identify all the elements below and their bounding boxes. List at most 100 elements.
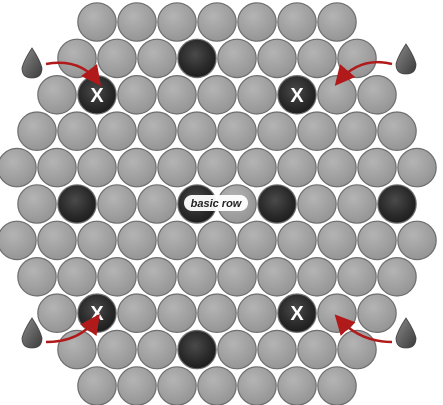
dark-cell — [177, 38, 217, 79]
cell — [257, 256, 297, 297]
cell — [197, 147, 237, 188]
cell — [157, 220, 197, 261]
cell — [317, 147, 357, 188]
cell — [237, 2, 277, 42]
dark-cell — [57, 184, 97, 224]
cell — [57, 256, 97, 297]
cell — [17, 184, 57, 224]
cell — [57, 111, 97, 152]
x-marker: X — [90, 85, 104, 107]
cell — [257, 38, 297, 79]
cell — [297, 256, 337, 297]
cell — [337, 111, 377, 152]
dark-cell — [177, 329, 217, 370]
cell — [17, 111, 57, 152]
drop-icon — [21, 317, 43, 349]
cell — [197, 366, 237, 405]
cell — [37, 220, 77, 261]
cell — [297, 38, 337, 79]
drop-icon — [395, 43, 417, 75]
dark-cell — [257, 184, 297, 224]
arrow-top-right — [334, 60, 393, 86]
cell — [237, 293, 277, 334]
cell — [297, 111, 337, 152]
cell — [337, 329, 377, 370]
cell — [0, 220, 37, 261]
cell — [117, 2, 157, 42]
marked-cell — [277, 75, 317, 115]
cell — [277, 2, 317, 42]
labels-layer: basic row — [184, 195, 248, 211]
cell — [217, 256, 257, 297]
cell — [137, 256, 177, 297]
cell — [237, 220, 277, 261]
cell — [117, 293, 157, 334]
basic-row-label: basic row — [191, 198, 243, 210]
cell — [37, 147, 77, 188]
cell — [97, 111, 137, 152]
cell — [117, 147, 157, 188]
cell — [137, 38, 177, 79]
cell — [317, 220, 357, 261]
drop-arrows — [21, 43, 417, 349]
drop-icon — [395, 317, 417, 349]
arrow-bottom-right — [334, 314, 393, 344]
cell — [177, 111, 217, 152]
cell — [117, 75, 157, 115]
cell — [217, 38, 257, 79]
cell — [297, 184, 337, 224]
cell — [337, 184, 377, 224]
cell — [217, 329, 257, 370]
cell — [317, 2, 357, 42]
cell — [317, 293, 357, 334]
cell — [337, 38, 377, 79]
cell — [77, 2, 117, 42]
cell — [117, 220, 157, 261]
cell — [257, 329, 297, 370]
cell — [357, 293, 397, 334]
cell — [277, 366, 317, 405]
cell — [257, 111, 297, 152]
cell — [297, 329, 337, 370]
cell — [177, 256, 217, 297]
drop-icon — [21, 47, 43, 79]
arrow-top-left — [45, 61, 102, 86]
cell — [197, 2, 237, 42]
x-marker: X — [290, 303, 304, 325]
cell — [157, 75, 197, 115]
cell — [97, 329, 137, 370]
cell — [217, 111, 257, 152]
x-marker: X — [290, 85, 304, 107]
cell — [337, 256, 377, 297]
cell — [357, 220, 397, 261]
cell — [137, 329, 177, 370]
arrow-bottom-left — [45, 313, 100, 344]
cell — [357, 147, 397, 188]
cell — [317, 366, 357, 405]
cell — [117, 366, 157, 405]
cell — [377, 256, 417, 297]
cell — [37, 293, 77, 334]
cell — [237, 75, 277, 115]
cell — [157, 147, 197, 188]
cell — [157, 293, 197, 334]
cell — [77, 147, 117, 188]
cell — [317, 75, 357, 115]
cell — [77, 366, 117, 405]
cell — [277, 147, 317, 188]
cell — [377, 111, 417, 152]
cell — [237, 147, 277, 188]
dark-cell — [377, 184, 417, 224]
cell — [77, 220, 117, 261]
cell — [197, 75, 237, 115]
cell — [0, 147, 37, 188]
cell — [357, 75, 397, 115]
cell — [157, 2, 197, 42]
cell — [137, 184, 177, 224]
cell — [97, 184, 137, 224]
cell — [17, 256, 57, 297]
basic-row-label-bg — [184, 195, 248, 211]
cell — [237, 366, 277, 405]
